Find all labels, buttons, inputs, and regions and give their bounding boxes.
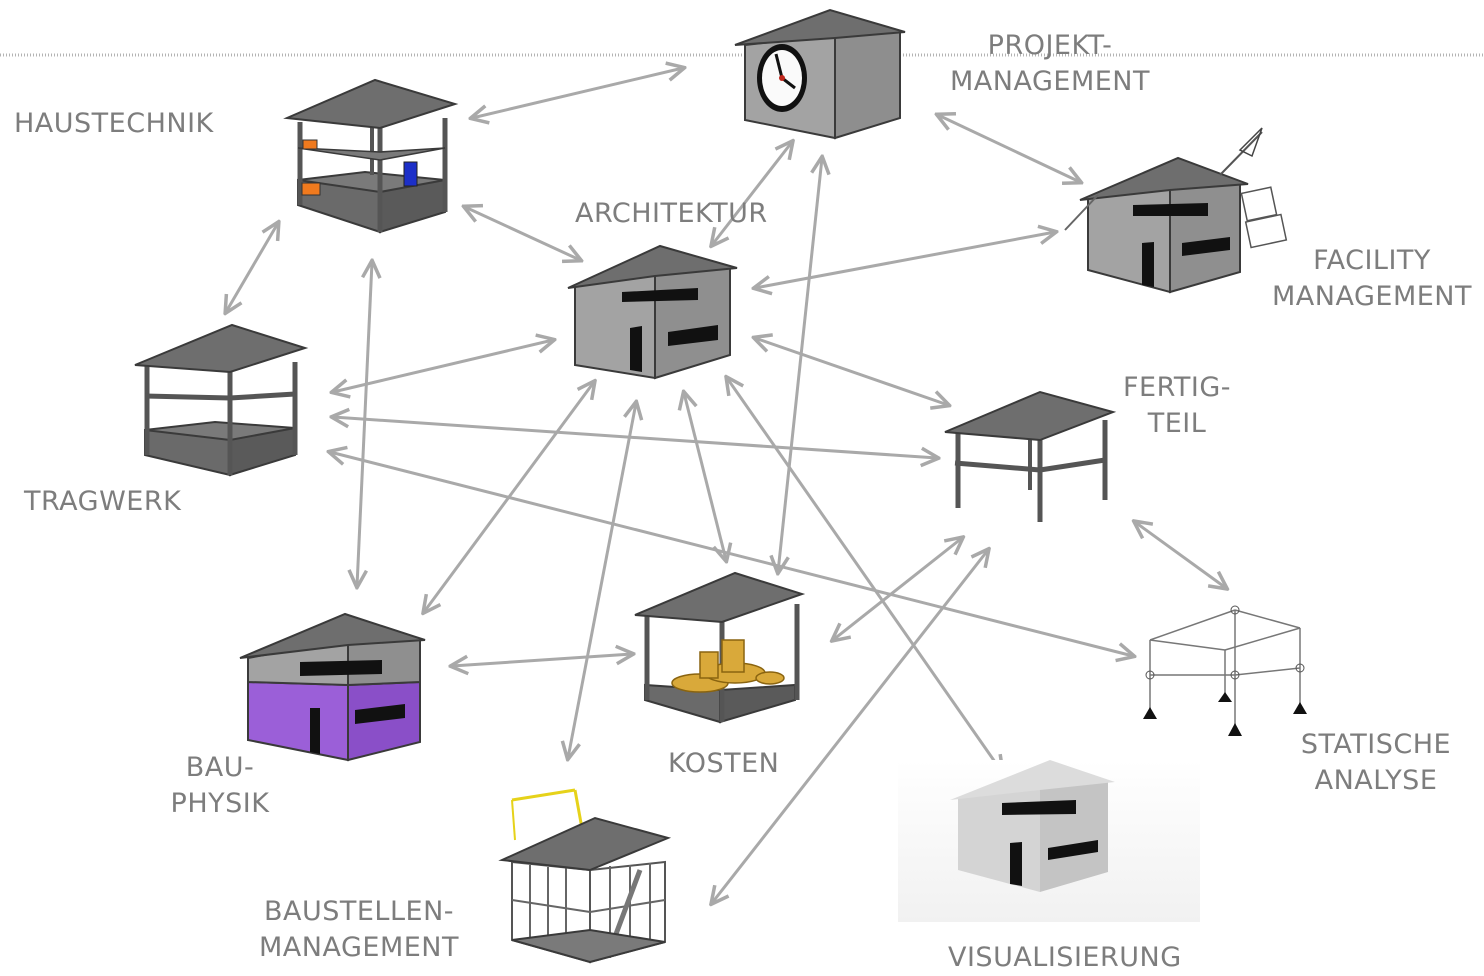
label-line: STATISCHE — [1300, 729, 1452, 760]
label-line: FERTIG- — [1122, 372, 1231, 403]
statische-analyse-icon — [1143, 605, 1307, 736]
label-line: PHYSIK — [170, 788, 270, 819]
label-bauphysik: BAU- PHYSIK — [158, 750, 282, 822]
label-architektur: ARCHITEKTUR — [575, 196, 768, 232]
label-tragwerk: TRAGWERK — [24, 484, 181, 520]
label-line: ARCHITEKTUR — [575, 198, 768, 229]
facility-management-icon — [1064, 127, 1288, 294]
arrow-architektur-kosten — [684, 393, 726, 560]
label-line: MANAGEMENT — [1272, 281, 1472, 312]
arrow-projekt-kosten — [778, 158, 822, 572]
label-haustechnik: HAUSTECHNIK — [14, 106, 214, 142]
arrow-haustechnik-architektur — [465, 207, 580, 260]
arrow-tragwerk-statische — [330, 452, 1133, 656]
tragwerk-icon — [134, 323, 309, 477]
arrow-tragwerk-fertigteil — [333, 417, 937, 458]
label-line: FACILITY — [1313, 245, 1431, 276]
label-statische-analyse: STATISCHE ANALYSE — [1290, 727, 1462, 799]
label-facility-management: FACILITY MANAGEMENT — [1266, 243, 1478, 315]
arrow-architektur-tragwerk — [333, 340, 553, 392]
arrow-haustechnik-bauphysik — [357, 262, 372, 586]
arrow-architektur-facility — [755, 232, 1055, 288]
arrow-haustechnik-projekt — [472, 68, 683, 118]
arrow-projekt-facility — [938, 115, 1080, 182]
fertigteil-icon — [944, 390, 1117, 522]
label-visualisierung: VISUALISIERUNG — [948, 940, 1182, 976]
label-line: VISUALISIERUNG — [948, 942, 1182, 973]
arrow-architektur-visualisierung — [727, 378, 1002, 772]
arrow-fertigteil-baustellen — [712, 550, 988, 903]
baustellen-management-icon — [498, 788, 672, 964]
bauphysik-icon — [239, 612, 426, 762]
label-line: TRAGWERK — [24, 486, 182, 517]
label-line: ANALYSE — [1314, 765, 1438, 796]
arrow-architektur-fertigteil — [755, 338, 948, 405]
label-baustellen-management: BAUSTELLEN- MANAGEMENT — [250, 894, 468, 966]
kosten-icon — [634, 571, 806, 724]
label-line: PROJEKT- — [987, 30, 1113, 61]
architektur-icon — [567, 244, 738, 380]
label-line: HAUSTECHNIK — [14, 108, 214, 139]
connection-arrows — [226, 68, 1226, 903]
label-fertigteil: FERTIG- TEIL — [1112, 370, 1242, 442]
visualisierung-icon — [898, 760, 1200, 922]
projekt-management-icon — [734, 8, 906, 140]
label-line: MANAGEMENT — [950, 66, 1150, 97]
label-line: TEIL — [1147, 408, 1207, 439]
arrow-architektur-baustellen — [568, 403, 636, 758]
label-projekt-management: PROJEKT- MANAGEMENT — [945, 28, 1155, 100]
arrow-haustechnik-tragwerk — [226, 223, 278, 312]
label-line: BAUSTELLEN- — [263, 896, 455, 927]
label-line: KOSTEN — [668, 748, 780, 779]
label-line: MANAGEMENT — [259, 932, 459, 963]
arrow-bauphysik-kosten — [452, 654, 632, 666]
label-kosten: KOSTEN — [668, 746, 779, 782]
haustechnik-icon — [283, 78, 459, 234]
label-line: BAU- — [185, 752, 255, 783]
arrow-fertigteil-statische — [1135, 522, 1226, 588]
